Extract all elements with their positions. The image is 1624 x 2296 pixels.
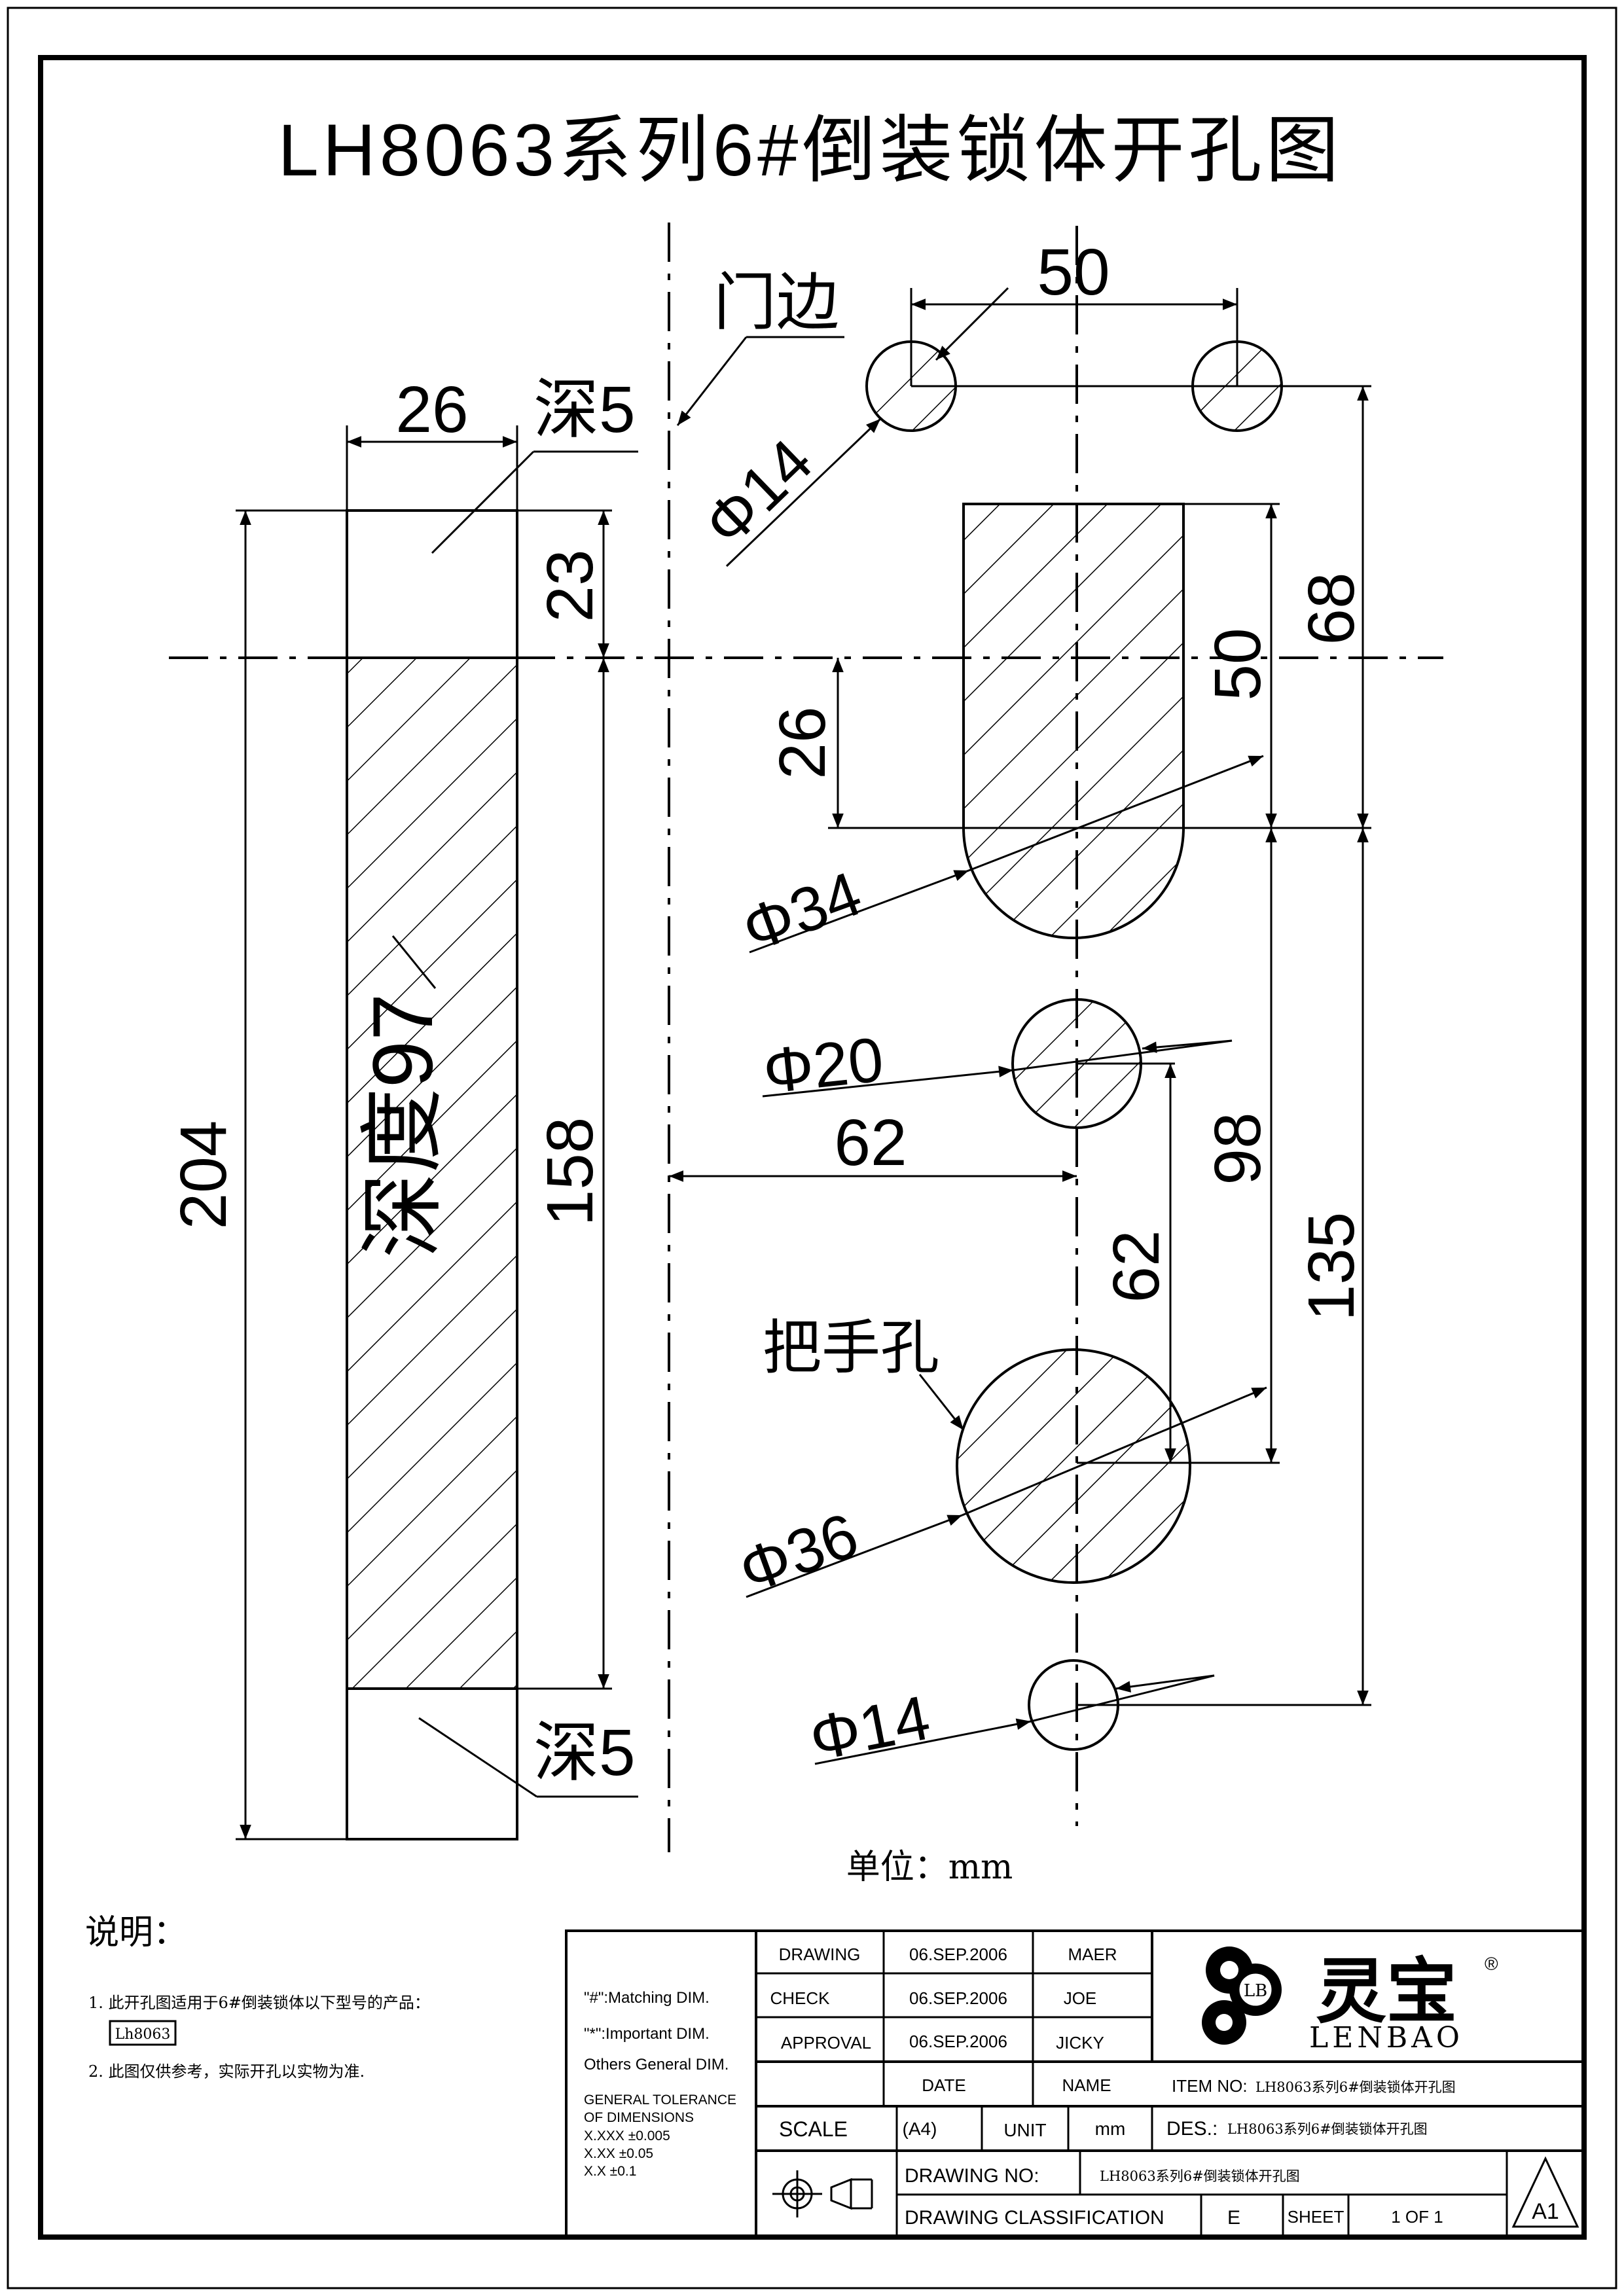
door-edge-leader [676,336,748,426]
legend-matching: "#":Matching DIM. [584,1989,710,2007]
registered-mark: ® [1485,1954,1498,1974]
note-1-model: Lh8063 [115,2026,171,2043]
unit-block-label: UNIT [1003,2120,1046,2140]
dim-50-top: 50 [1037,236,1110,309]
tolerance-heading-1: GENERAL TOLERANCE [584,2092,736,2108]
title-block [565,1929,1585,2238]
tolerance-x: X.X ±0.1 [584,2164,636,2179]
row-approval-date: 06.SEP.2006 [909,2032,1007,2051]
row-approval-name: JICKY [1056,2033,1104,2053]
dim-23: 23 [533,549,607,622]
notes-heading: 说明： [85,1913,187,1952]
sheet-value: 1 OF 1 [1391,2207,1443,2227]
note-1: 1. 此开孔图适用于6#倒装锁体以下型号的产品： [88,1994,430,2012]
logo-mark: LB [1244,1981,1267,2001]
classification-label: DRAWING CLASSIFICATION [905,2207,1164,2229]
bottom-hole [1028,1659,1119,1751]
row-drawing-role: DRAWING [779,1945,861,1964]
sheet-label: SHEET [1288,2207,1344,2227]
logo-chinese: 灵宝 [1316,1950,1457,2033]
item-no-value: LH8063系列6#倒装锁体开孔图 [1255,2079,1456,2095]
des-value: LH8063系列6#倒装锁体开孔图 [1227,2121,1428,2137]
dim-14-bottom: Φ14 [804,1683,935,1774]
tolerance-xx: X.XX ±0.05 [584,2146,653,2161]
legend-important: "*":Important DIM. [584,2025,710,2043]
handle-hole-label: 把手孔 [763,1316,939,1381]
dim-14-top-leader [725,418,882,567]
scale-label: SCALE [779,2117,848,2141]
handle-hole-leader [918,1374,965,1431]
row-approval-role: APPROVAL [781,2033,871,2053]
dim-98: 98 [1201,1112,1274,1185]
sheet-size-triangle [1511,2156,1579,2228]
inner-frame [38,55,1587,2240]
dim-62-h: 62 [834,1106,907,1179]
legend-others: Others General DIM. [584,2056,729,2073]
dim-36: Φ36 [731,1499,867,1606]
dim-34: Φ34 [734,858,871,965]
dim-135: 135 [1295,1212,1368,1321]
tolerance-heading-2: OF DIMENSIONS [584,2110,694,2125]
dim-62-v: 62 [1100,1230,1173,1302]
logo-english: LENBAO [1309,2021,1464,2054]
depth-top-label: 深5 [533,373,636,446]
unit-block-value: mm [1095,2119,1126,2139]
depth-bottom-label: 深5 [533,1716,636,1789]
door-edge-label: 门边 [713,268,839,338]
dim-14-top: Φ14 [691,426,825,560]
dim-36-leader [746,1514,963,1598]
dim-68: 68 [1295,572,1368,645]
outer-frame [7,7,1617,2289]
dim-158: 158 [533,1117,607,1227]
page-title: LH8063系列6#倒装锁体开孔图 [278,109,1343,191]
name-header: NAME [1062,2075,1111,2095]
date-header: DATE [922,2075,965,2095]
dim-20: Φ20 [760,1024,887,1107]
drawing-no-label: DRAWING NO: [905,2165,1039,2187]
dim-34-leader [749,869,969,954]
lock-body-hatched [964,504,1183,938]
handle-hole [957,1350,1190,1583]
note-model-box [109,2020,177,2046]
item-no-label: ITEM NO: [1172,2076,1248,2096]
row-check-date: 06.SEP.2006 [909,1988,1007,2008]
row-drawing-name: MAER [1068,1945,1117,1964]
tolerance-xxx: X.XXX ±0.005 [584,2128,670,2144]
row-check-name: JOE [1064,1988,1097,2008]
row-check-role: CHECK [770,1988,830,2008]
dim-26-width: 26 [395,373,468,446]
des-label: DES.: [1166,2118,1218,2140]
classification-value: E [1227,2207,1240,2229]
dim-14-bottom-leader [814,1718,1032,1765]
sheet-size: A1 [1532,2199,1559,2224]
faceplate-hatched-body [347,658,517,1689]
projection-symbol-icon [772,2170,873,2217]
dim-20-leader [762,1066,1014,1098]
row-drawing-date: 06.SEP.2006 [909,1945,1007,1964]
dim-204: 204 [167,1121,240,1230]
faceplate-body-outline [346,656,518,1690]
note-2: 2. 此图仅供参考，实际开孔以实物为准. [88,2062,365,2081]
dim-26-mid: 26 [766,706,839,779]
drawing-no-value: LH8063系列6#倒装锁体开孔图 [1100,2168,1300,2184]
lock-body-outline [962,503,1185,939]
dim-50-right: 50 [1201,628,1274,700]
unit-label: 单位：mm [846,1848,1013,1887]
scale-value: (A4) [903,2119,937,2139]
depth-body-label: 深度97 [355,994,450,1259]
lenbao-logo: LB 灵宝 LENBAO ® [1202,1946,1498,2054]
